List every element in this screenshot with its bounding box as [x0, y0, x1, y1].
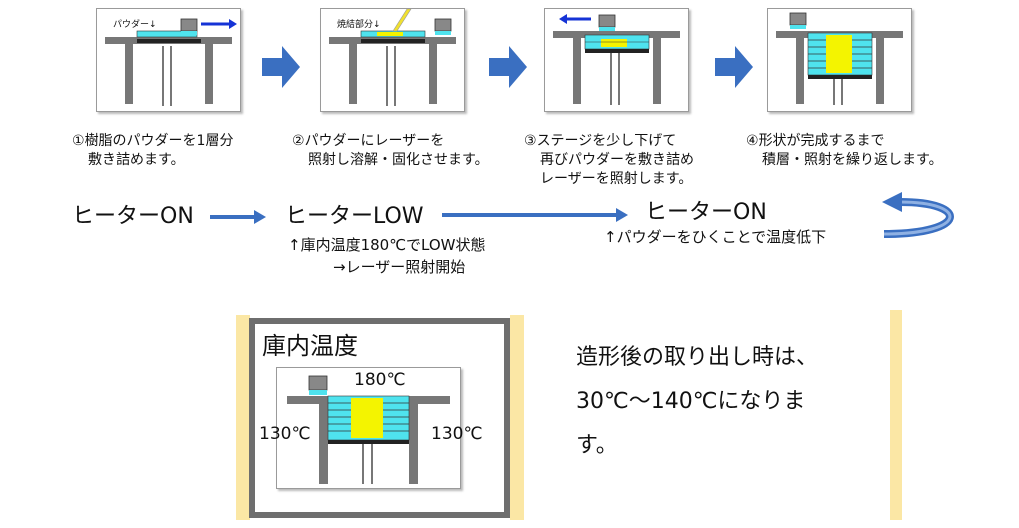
heater-arrow-1	[210, 210, 266, 224]
heater-on-note: ↑パウダーをひくことで温度低下	[604, 228, 827, 246]
chamber-beige-left	[236, 315, 250, 520]
step2-line1: パウダーにレーザーを	[304, 133, 445, 149]
step-arrow-2	[489, 46, 527, 88]
chamber-right-temp: 130℃	[431, 424, 483, 444]
loop-arrow	[882, 192, 954, 238]
heater-state-1: ヒーターON	[72, 204, 194, 229]
heater-low-note-2: →レーザー照射開始	[333, 258, 466, 276]
chamber-left-temp: 130℃	[259, 424, 311, 444]
step2-diagram	[329, 9, 456, 106]
step4-caption: ④形状が完成するまで 積層・照射を繰り返します。	[746, 132, 943, 170]
step4-number: ④	[746, 133, 759, 149]
step1-diagram	[105, 18, 237, 106]
message-beige-bar	[890, 310, 902, 520]
message-line1: 造形後の取り出し時は、	[576, 345, 819, 370]
step3-number: ③	[524, 133, 537, 149]
chamber-beige-right	[510, 315, 524, 520]
step-arrow-1	[262, 46, 300, 88]
step3-line2: 再びパウダーを敷き詰め	[540, 152, 694, 168]
chamber-diagram	[287, 375, 450, 484]
chamber-diagram-frame	[276, 367, 461, 489]
heater-state-3: ヒーターON	[645, 200, 767, 225]
step2-panel: 焼結部分↓	[320, 8, 465, 112]
step4-line2: 積層・照射を繰り返します。	[762, 152, 943, 168]
removal-message: 造形後の取り出し時は、 30℃～140℃になりま す。	[576, 336, 866, 468]
step1-caption: ①樹脂のパウダーを1層分 敷き詰めます。	[72, 132, 233, 170]
step1-line1: 樹脂のパウダーを1層分	[84, 133, 234, 149]
step2-number: ②	[292, 133, 305, 149]
heater-state-2: ヒーターLOW	[285, 204, 424, 229]
step-arrow-3	[715, 46, 753, 88]
step3-diagram	[553, 14, 680, 105]
heater-arrow-2	[442, 208, 628, 222]
step3-caption: ③ステージを少し下げて 再びパウダーを敷き詰め レーザーを照射します。	[524, 132, 694, 189]
step3-panel	[544, 8, 689, 112]
step1-line2: 敷き詰めます。	[88, 152, 185, 168]
step3-line1: ステージを少し下げて	[536, 133, 677, 149]
step1-panel-label: パウダー↓	[113, 20, 157, 30]
step4-line1: 形状が完成するまで	[758, 133, 885, 149]
heater-low-note-1: ↑庫内温度180℃でLOW状態	[288, 236, 486, 254]
message-line3: す。	[576, 433, 618, 458]
step4-panel	[767, 8, 912, 112]
step3-line3: レーザーを照射します。	[540, 171, 693, 187]
step2-line2: 照射し溶解・固化させます。	[308, 152, 489, 168]
step1-number: ①	[72, 133, 85, 149]
step1-panel: パウダー↓	[96, 8, 241, 112]
step2-caption: ②パウダーにレーザーを 照射し溶解・固化させます。	[292, 132, 489, 170]
step2-panel-label: 焼結部分↓	[337, 20, 381, 30]
message-line2: 30℃～140℃になりま	[576, 389, 806, 414]
step4-diagram	[776, 12, 903, 105]
chamber-top-temp: 180℃	[354, 370, 406, 390]
chamber-title: 庫内温度	[262, 332, 358, 360]
